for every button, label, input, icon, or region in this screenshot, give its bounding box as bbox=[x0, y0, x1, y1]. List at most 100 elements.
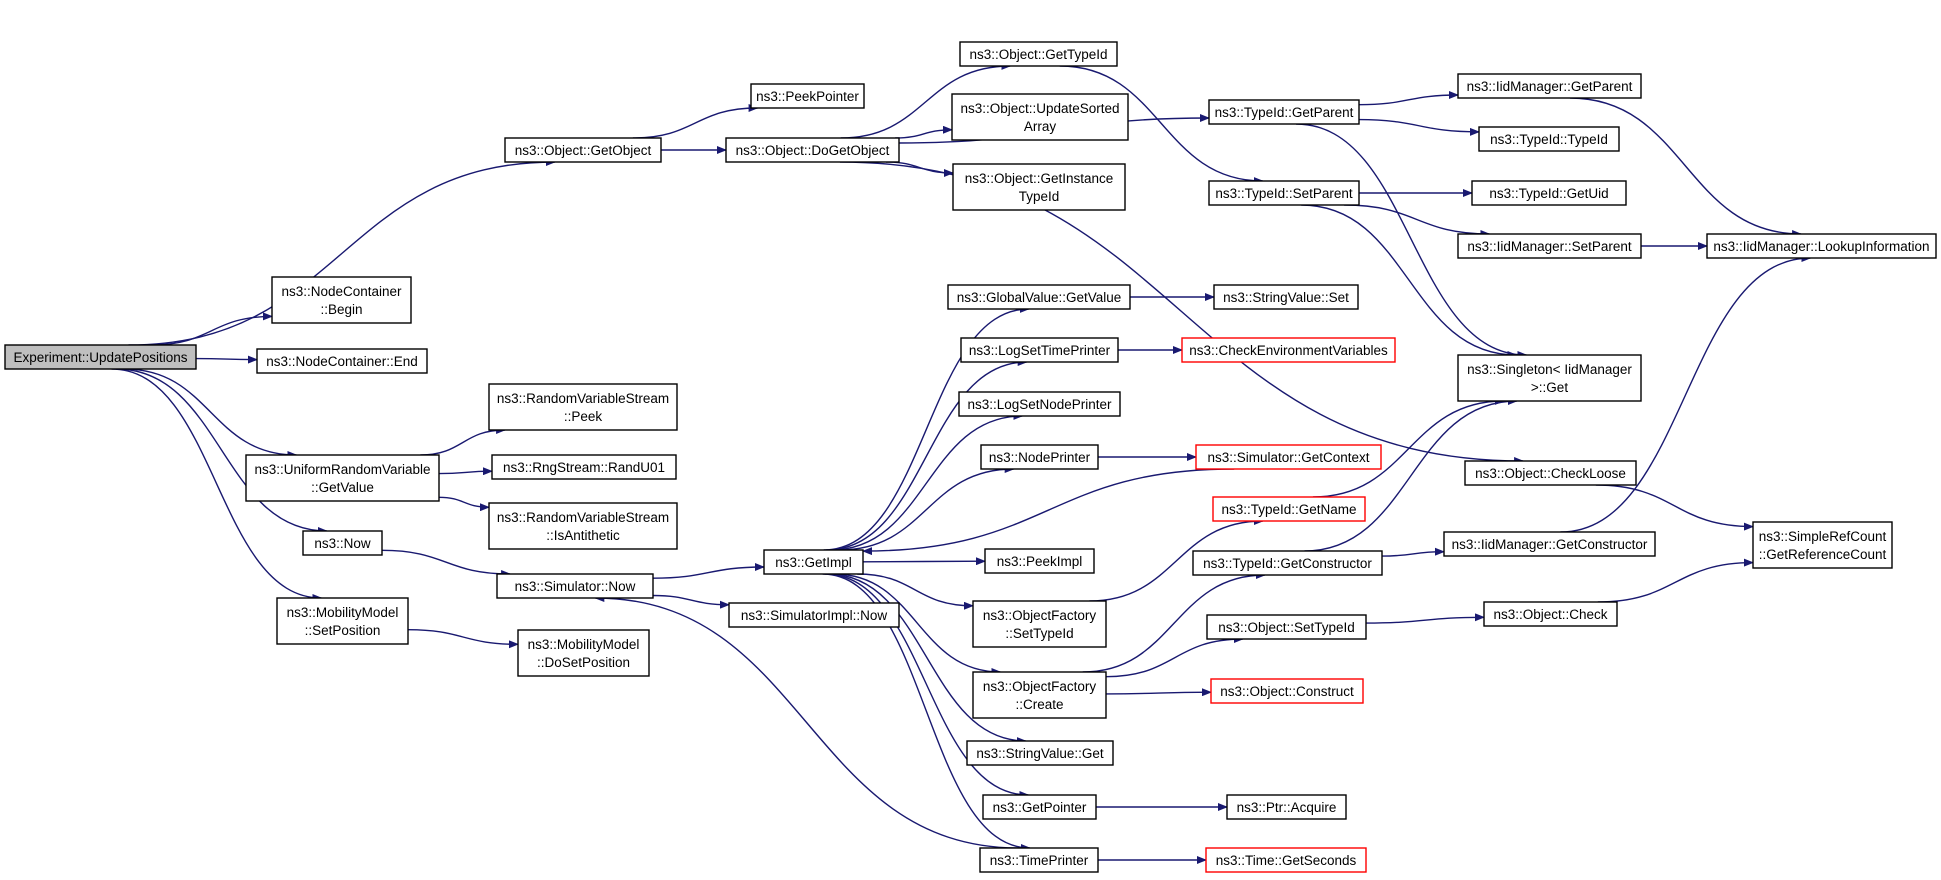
node-box bbox=[256, 348, 428, 374]
node-box bbox=[960, 337, 1119, 363]
node-box bbox=[488, 502, 678, 550]
node-time-getseconds[interactable]: ns3::Time::GetSeconds bbox=[1205, 847, 1367, 873]
node-label: ns3::IidManager::LookupInformation bbox=[1713, 239, 1929, 254]
node-nc-end[interactable]: ns3::NodeContainer::End bbox=[256, 348, 428, 374]
node-obj-check[interactable]: ns3::Object::Check bbox=[1483, 601, 1618, 627]
call-edge-root-to-urv_getvalue bbox=[124, 368, 298, 459]
node-label: ns3::SimpleRefCount bbox=[1759, 529, 1887, 544]
node-nc-begin[interactable]: ns3::NodeContainer::Begin bbox=[271, 276, 412, 324]
call-edge-of_create-to-tid_getconstructor bbox=[1082, 571, 1266, 673]
node-logsetnodeprinter[interactable]: ns3::LogSetNodePrinter bbox=[958, 391, 1121, 417]
node-box bbox=[1478, 126, 1620, 152]
node-label: ns3::NodePrinter bbox=[989, 450, 1091, 465]
call-edge-getimpl-to-logsettimeprinter bbox=[826, 358, 1028, 551]
node-now[interactable]: ns3::Now bbox=[302, 530, 383, 556]
node-box bbox=[1181, 337, 1396, 363]
call-edge-getimpl-to-nodeprinter bbox=[839, 465, 1015, 551]
node-iid-lookup[interactable]: ns3::IidManager::LookupInformation bbox=[1706, 233, 1937, 259]
call-edge-urv_getvalue-to-rng_randu01 bbox=[438, 467, 493, 476]
node-tid-getname[interactable]: ns3::TypeId::GetName bbox=[1212, 496, 1366, 522]
node-checkenv[interactable]: ns3::CheckEnvironmentVariables bbox=[1181, 337, 1396, 363]
call-edge-timeprinter-to-sim_now bbox=[594, 594, 1019, 849]
node-tid-getparent[interactable]: ns3::TypeId::GetParent bbox=[1208, 99, 1360, 125]
node-box bbox=[1195, 444, 1382, 470]
node-iid-getconstructor[interactable]: ns3::IidManager::GetConstructor bbox=[1443, 531, 1656, 557]
call-edge-sim_getcontext-to-getimpl bbox=[862, 468, 1235, 556]
node-label: ns3::Object::Construct bbox=[1220, 684, 1354, 699]
node-gv-getvalue[interactable]: ns3::GlobalValue::GetValue bbox=[947, 284, 1131, 310]
node-obj-settypeid[interactable]: ns3::Object::SetTypeId bbox=[1206, 614, 1367, 640]
node-rvs-isantithetic[interactable]: ns3::RandomVariableStream::IsAntithetic bbox=[488, 502, 678, 550]
node-obj-checkloose[interactable]: ns3::Object::CheckLoose bbox=[1464, 460, 1637, 486]
node-box bbox=[1457, 354, 1642, 402]
node-simplerefcount[interactable]: ns3::SimpleRefCount::GetReferenceCount bbox=[1752, 521, 1893, 569]
call-edge-root-to-now bbox=[116, 368, 328, 535]
call-edge-root-to-nc_begin bbox=[151, 312, 273, 346]
node-tid-typeid[interactable]: ns3::TypeId::TypeId bbox=[1478, 126, 1620, 152]
node-box bbox=[959, 41, 1118, 67]
node-tid-getuid[interactable]: ns3::TypeId::GetUid bbox=[1471, 180, 1627, 206]
call-edge-iid_getconstructor-to-iid_lookup bbox=[1560, 254, 1812, 533]
node-iid-setparent[interactable]: ns3::IidManager::SetParent bbox=[1457, 233, 1642, 259]
node-getpointer[interactable]: ns3::GetPointer bbox=[982, 794, 1097, 820]
call-edge-getimpl-to-of_create bbox=[833, 573, 1002, 676]
node-box bbox=[763, 549, 864, 575]
node-of-settypeid[interactable]: ns3::ObjectFactory::SetTypeId bbox=[972, 600, 1107, 648]
node-box bbox=[1706, 233, 1937, 259]
node-timeprinter[interactable]: ns3::TimePrinter bbox=[979, 847, 1099, 873]
node-nodeprinter[interactable]: ns3::NodePrinter bbox=[980, 444, 1099, 470]
node-box bbox=[1212, 496, 1366, 522]
node-label: ns3::TypeId::GetConstructor bbox=[1203, 556, 1372, 571]
node-obj-construct[interactable]: ns3::Object::Construct bbox=[1210, 678, 1364, 704]
node-mm-dosetposition[interactable]: ns3::MobilityModel::DoSetPosition bbox=[517, 629, 650, 677]
node-label: ns3::Ptr::Acquire bbox=[1237, 800, 1337, 815]
node-mm-setposition[interactable]: ns3::MobilityModel::SetPosition bbox=[276, 597, 409, 645]
node-rvs-peek[interactable]: ns3::RandomVariableStream::Peek bbox=[488, 383, 678, 431]
node-getimpl[interactable]: ns3::GetImpl bbox=[763, 549, 864, 575]
node-label: ns3::TypeId::SetParent bbox=[1215, 186, 1353, 201]
node-obj-getobject[interactable]: ns3::Object::GetObject bbox=[504, 137, 662, 163]
node-ptr-acquire[interactable]: ns3::Ptr::Acquire bbox=[1226, 794, 1347, 820]
node-box bbox=[1457, 233, 1642, 259]
node-sv-set[interactable]: ns3::StringValue::Set bbox=[1213, 284, 1359, 310]
node-sim-getcontext[interactable]: ns3::Simulator::GetContext bbox=[1195, 444, 1382, 470]
node-iid-getparent[interactable]: ns3::IidManager::GetParent bbox=[1457, 73, 1642, 99]
node-peekpointer[interactable]: ns3::PeekPointer bbox=[750, 83, 865, 109]
node-obj-dogetobject[interactable]: ns3::Object::DoGetObject bbox=[725, 137, 900, 163]
call-edge-obj_dogetobject-to-obj_updatesorted bbox=[895, 125, 953, 139]
node-label: ns3::Object::CheckLoose bbox=[1475, 466, 1626, 481]
node-urv-getvalue[interactable]: ns3::UniformRandomVariable::GetValue bbox=[245, 454, 440, 502]
node-obj-gettypeid[interactable]: ns3::Object::GetTypeId bbox=[959, 41, 1118, 67]
node-label: ::SetPosition bbox=[305, 623, 381, 638]
node-logsettimeprinter[interactable]: ns3::LogSetTimePrinter bbox=[960, 337, 1119, 363]
nodes-layer: Experiment::UpdatePositions ns3::NodeCont… bbox=[4, 41, 1937, 873]
node-box bbox=[750, 83, 865, 109]
call-edge-tid_getparent-to-singleton_get bbox=[1295, 123, 1528, 359]
node-label: ::GetReferenceCount bbox=[1759, 547, 1887, 562]
node-label: ns3::StringValue::Get bbox=[976, 746, 1104, 761]
node-sv-get[interactable]: ns3::StringValue::Get bbox=[966, 740, 1114, 766]
node-tid-setparent[interactable]: ns3::TypeId::SetParent bbox=[1208, 180, 1360, 206]
node-box bbox=[491, 454, 677, 480]
node-box bbox=[271, 276, 412, 324]
node-root[interactable]: Experiment::UpdatePositions bbox=[4, 344, 197, 370]
node-rng-randu01[interactable]: ns3::RngStream::RandU01 bbox=[491, 454, 677, 480]
call-edge-getimpl-to-timeprinter bbox=[822, 573, 1031, 852]
node-box bbox=[728, 602, 900, 628]
node-sim-now[interactable]: ns3::Simulator::Now bbox=[496, 573, 654, 599]
node-singleton-get[interactable]: ns3::Singleton< IidManager>::Get bbox=[1457, 354, 1642, 402]
node-label: ns3::RandomVariableStream bbox=[497, 510, 669, 525]
node-simimpl-now[interactable]: ns3::SimulatorImpl::Now bbox=[728, 602, 900, 628]
node-box bbox=[951, 93, 1129, 141]
node-peekimpl[interactable]: ns3::PeekImpl bbox=[984, 548, 1095, 574]
call-edge-getimpl-to-sv_get bbox=[827, 573, 1027, 745]
node-label: ::GetValue bbox=[311, 480, 374, 495]
call-edge-now-to-sim_now bbox=[381, 549, 512, 578]
node-of-create[interactable]: ns3::ObjectFactory::Create bbox=[972, 671, 1107, 719]
node-label: ns3::Object::GetTypeId bbox=[969, 47, 1107, 62]
node-box bbox=[1192, 550, 1383, 576]
node-tid-getconstructor[interactable]: ns3::TypeId::GetConstructor bbox=[1192, 550, 1383, 576]
call-edge-tid_getparent-to-tid_typeid bbox=[1358, 118, 1480, 136]
